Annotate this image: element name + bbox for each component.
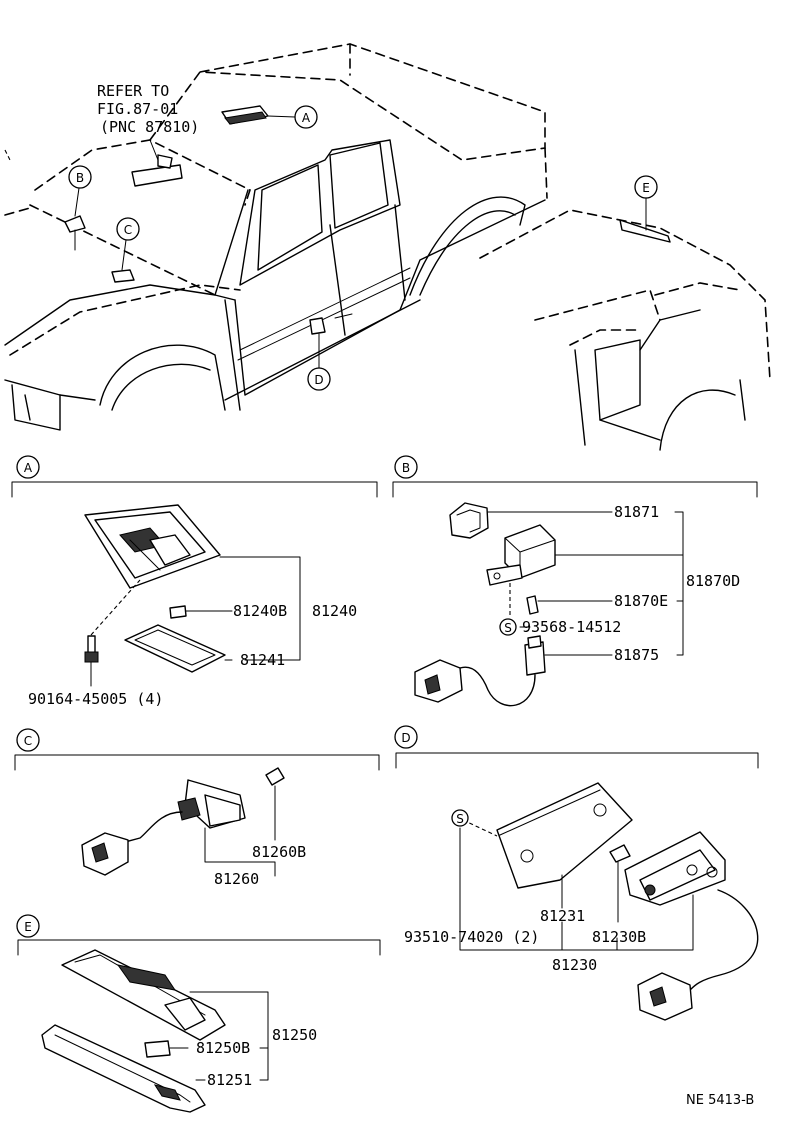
label-81870D: 81870D xyxy=(686,572,740,590)
label-81871: 81871 xyxy=(614,503,659,521)
refer-line-1: REFER TO xyxy=(97,82,169,100)
callout-top-e: E xyxy=(634,175,658,199)
label-81241: 81241 xyxy=(240,651,285,669)
label-81260: 81260 xyxy=(214,870,259,888)
label-81250B: 81250B xyxy=(196,1039,250,1057)
label-81240B: 81240B xyxy=(233,602,287,620)
label-93510-74020: 93510-74020 (2) xyxy=(404,928,539,946)
callout-top-d: D xyxy=(307,367,331,391)
callout-top-b: B xyxy=(68,165,92,189)
section-a-label: A xyxy=(24,461,33,475)
section-d-label: D xyxy=(401,731,410,745)
section-e-label: E xyxy=(24,920,32,934)
vehicle-illustration xyxy=(4,43,771,451)
svg-text:B: B xyxy=(76,171,84,185)
label-81240: 81240 xyxy=(312,602,357,620)
svg-text:A: A xyxy=(302,111,311,125)
section-c-label: C xyxy=(24,734,32,748)
label-81230: 81230 xyxy=(552,956,597,974)
refer-line-3: (PNC 87810) xyxy=(100,118,199,136)
callout-top-a: A xyxy=(294,105,318,129)
section-a: A xyxy=(11,455,378,687)
svg-text:S: S xyxy=(504,621,512,635)
label-81870E: 81870E xyxy=(614,592,668,610)
svg-text:C: C xyxy=(124,223,132,237)
section-b: B xyxy=(392,455,758,707)
svg-text:E: E xyxy=(642,181,650,195)
section-b-label: B xyxy=(402,461,410,475)
s-symbol-d: S xyxy=(451,809,469,827)
s-symbol-b: S xyxy=(499,618,517,636)
label-90164-45005: 90164-45005 (4) xyxy=(28,690,163,708)
label-81251: 81251 xyxy=(207,1071,252,1089)
refer-line-2: FIG.87-01 xyxy=(97,100,178,118)
callout-top-c: C xyxy=(116,217,140,241)
svg-text:D: D xyxy=(314,373,323,387)
diagram-code: NE 5413-B xyxy=(686,1093,754,1108)
label-93568-14512: 93568-14512 xyxy=(522,618,621,636)
label-81260B: 81260B xyxy=(252,843,306,861)
section-d: D xyxy=(394,725,759,1021)
svg-text:S: S xyxy=(456,812,464,826)
section-c: C xyxy=(14,728,380,877)
label-81230B: 81230B xyxy=(592,928,646,946)
label-81231: 81231 xyxy=(540,907,585,925)
section-e: E xyxy=(16,914,381,1113)
label-81875: 81875 xyxy=(614,646,659,664)
label-81250: 81250 xyxy=(272,1026,317,1044)
